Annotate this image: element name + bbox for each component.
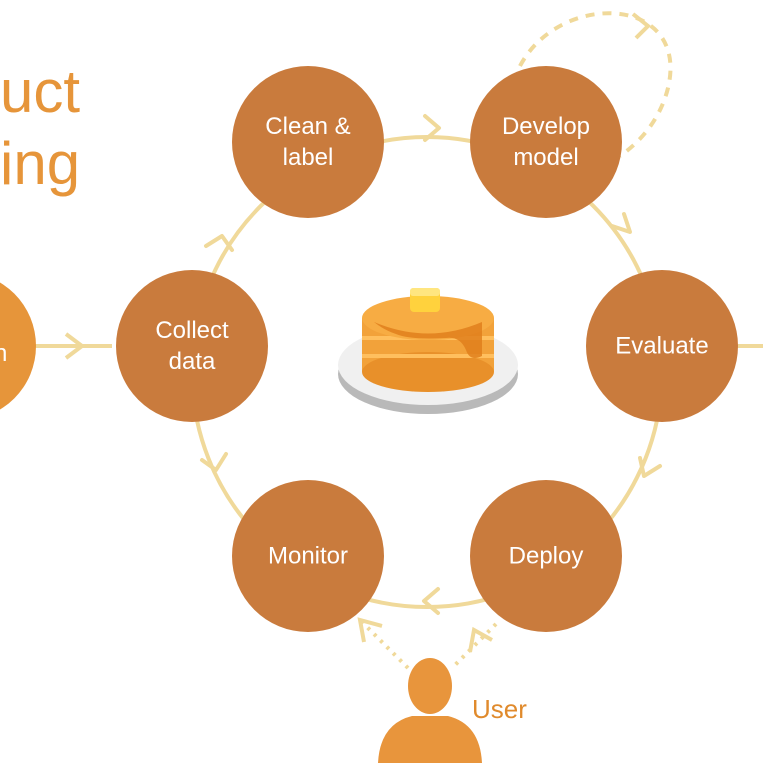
deploy-to-user-link <box>450 622 498 670</box>
node-evaluate <box>586 270 738 422</box>
user-to-monitor-link <box>358 618 410 670</box>
node-evaluate-text: Evaluate <box>615 332 709 360</box>
arrowhead-monitor-to-collect <box>200 452 228 472</box>
page-title-line-2: ing <box>0 130 81 197</box>
user-label: User <box>472 694 527 724</box>
node-develop-model-text: Develop model <box>501 112 591 171</box>
node-monitor-text: Monitor <box>267 542 349 570</box>
node-deploy <box>470 480 622 632</box>
node-deploy-text: Deploy <box>508 542 584 570</box>
arrowhead-develop-to-evaluate <box>610 212 632 234</box>
node-monitor <box>232 480 384 632</box>
develop-self-loop-arrowhead <box>631 12 651 40</box>
cut-off-node <box>0 282 36 410</box>
node-clean-label <box>232 66 384 218</box>
develop-self-loop <box>518 11 673 158</box>
node-collect-data-text: Collect data <box>155 316 229 375</box>
pancake-stack-icon <box>338 288 518 414</box>
node-collect-data <box>116 270 268 422</box>
arrowhead-collect-to-clean <box>204 234 234 252</box>
arrowhead-into-collect <box>64 332 86 360</box>
arrowhead-evaluate-to-deploy <box>638 456 662 478</box>
cut-off-node-label: n <box>0 340 8 367</box>
node-develop-model <box>470 66 622 218</box>
user-silhouette-icon <box>378 658 482 763</box>
arrowhead-deploy-to-monitor <box>422 587 440 615</box>
page-title-line-1: uct <box>0 58 81 125</box>
deploy-to-user-arrowhead <box>468 626 493 653</box>
node-clean-label-text: Clean & label <box>265 112 351 171</box>
arrowhead-clean-to-develop <box>423 114 441 142</box>
user-to-monitor-arrowhead <box>357 617 383 643</box>
